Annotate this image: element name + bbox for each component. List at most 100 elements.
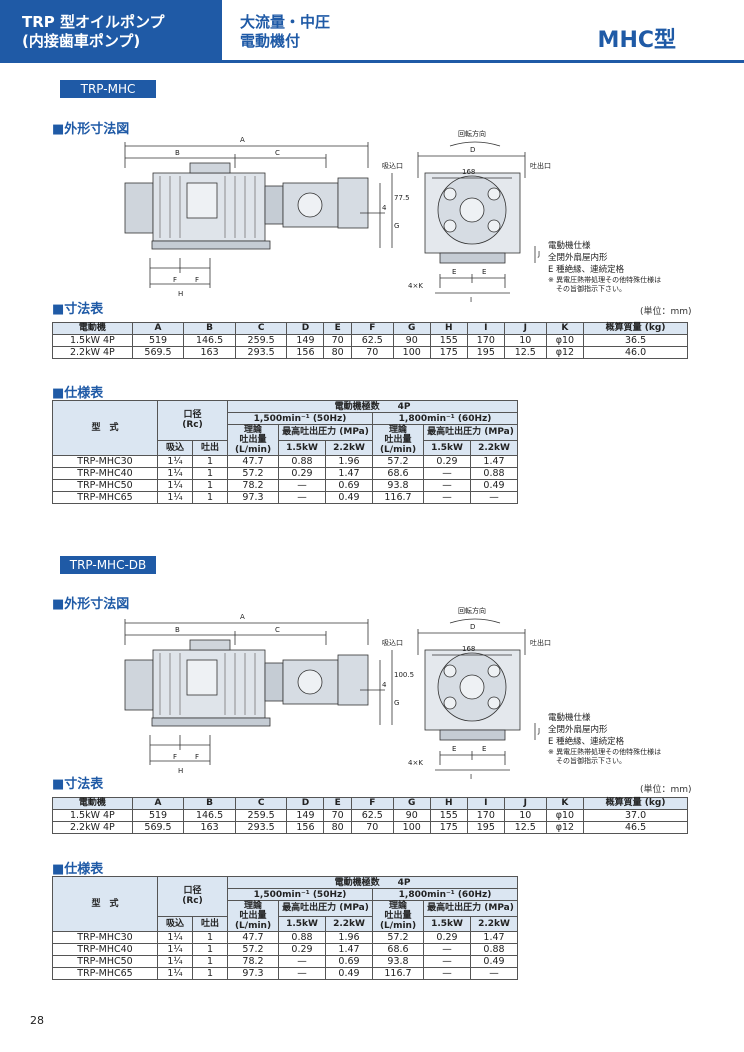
spec-flow-header-50: 理論吐出量(L/min) [227, 424, 279, 456]
unit-label: (単位：mm) [640, 307, 692, 317]
dim-header-cell: J [503, 322, 547, 335]
dim-header-cell: H [429, 797, 468, 810]
dim-cell: 90 [392, 809, 431, 822]
dim-168-label: 168 [462, 168, 475, 176]
spec-cell: 0.29 [278, 943, 326, 956]
dim-cell: φ12 [545, 821, 585, 834]
spec-kw22-60: 2.2kW [470, 439, 518, 456]
dim-cell: 195 [466, 346, 505, 359]
spec-cell: 1 [192, 943, 228, 956]
dim-168-label: 168 [462, 645, 475, 653]
dim-cell: 156 [286, 821, 325, 834]
spec-table-title: ■仕様表 [52, 862, 104, 877]
spec-50hz-header: 1,500min⁻¹ (50Hz) [227, 412, 373, 425]
header-title-line1: TRP 型オイルポンプ [22, 13, 165, 31]
rotation-arrow [449, 141, 501, 147]
dim-k-label: 4×K [408, 759, 423, 767]
spec-cell: 47.7 [227, 931, 279, 944]
dim-cell: 2.2kW 4P [52, 821, 133, 834]
dim-cell: 12.5 [503, 821, 547, 834]
spec-cell: 0.29 [423, 931, 471, 944]
header-sub-line1: 大流量・中圧 [240, 13, 331, 31]
section-tag: TRP-MHC-DB [60, 556, 156, 574]
header-left-band: TRP 型オイルポンプ (内接歯車ポンプ) [0, 0, 222, 60]
dim-header-cell: A [131, 797, 185, 810]
eyebolt [189, 639, 231, 651]
spec-flow-header-60: 理論吐出量(L/min) [372, 900, 424, 932]
motor-note-line2: E 種絶縁、連続定格 [548, 737, 625, 747]
dim-f-label-2: F [195, 753, 199, 761]
spec-cell: — [278, 967, 326, 980]
dim-cell: 62.5 [350, 809, 394, 822]
motor-note-line3: ※ 異電圧熱帯処理その他特殊仕様は [548, 748, 662, 756]
spec-50hz-header: 1,500min⁻¹ (50Hz) [227, 888, 373, 901]
dim-cell: 175 [429, 821, 468, 834]
dim-e-label: E [452, 268, 456, 276]
spec-cell: — [470, 967, 518, 980]
spec-cell: 57.2 [372, 931, 424, 944]
pump-port [297, 192, 323, 218]
spec-cell: — [278, 955, 326, 968]
spec-cell: TRP-MHC40 [52, 943, 158, 956]
dim-j-label: J [537, 250, 540, 258]
header-title-line2: (内接歯車ポンプ) [22, 32, 141, 50]
dim-cell: 156 [286, 346, 325, 359]
spec-cell: TRP-MHC50 [52, 955, 158, 968]
suction-label: 吸込口 [382, 161, 403, 170]
dim-4-label: 4 [382, 204, 387, 212]
motor-base [151, 240, 271, 250]
spec-cell: — [423, 943, 471, 956]
spec-cell: 97.3 [227, 967, 279, 980]
dim-cell: 37.0 [583, 809, 688, 822]
spec-cell: 1¼ [157, 931, 193, 944]
spec-cell: TRP-MHC65 [52, 491, 158, 504]
spec-flow-header-50: 理論吐出量(L/min) [227, 900, 279, 932]
dim-a-label: A [240, 613, 245, 621]
front-base [439, 729, 506, 741]
dim-header-cell: 電動機 [52, 797, 133, 810]
spec-cell: 1 [192, 955, 228, 968]
dim-header-cell: D [286, 322, 325, 335]
dim-header-cell: I [466, 322, 505, 335]
spec-cell: — [423, 967, 471, 980]
spec-maxp-50: 最高吐出圧力 (MPa) [278, 900, 373, 917]
spec-poles-header: 電動機極数 4P [227, 876, 518, 889]
outline-title: ■外形寸法図 [52, 122, 130, 137]
dim-cell: 195 [466, 821, 505, 834]
dim-cell: 70 [350, 821, 394, 834]
dim-header-cell: B [183, 797, 236, 810]
spec-60hz-header: 1,800min⁻¹ (60Hz) [372, 412, 518, 425]
spec-cell: 1¼ [157, 943, 193, 956]
motor-end-cap [124, 659, 154, 711]
dim-f-label: F [173, 753, 177, 761]
spec-cell: 57.2 [227, 943, 279, 956]
outline-drawing: A B C F F H G 4 100.5 D 168 E E I J 4×K … [124, 606, 551, 780]
dim-h-label: H [178, 767, 183, 775]
spec-cell: 116.7 [372, 967, 424, 980]
spec-cell: 1.47 [325, 943, 373, 956]
header-sub-line2: 電動機付 [240, 32, 301, 50]
rotation-label: 回転方向 [458, 606, 486, 615]
dim-cell: 146.5 [183, 809, 236, 822]
spec-cell: — [423, 955, 471, 968]
spec-cell: 0.49 [325, 967, 373, 980]
spec-kw22-50: 2.2kW [325, 915, 373, 932]
outline-drawing: A B C F F H G 4 77.5 D 168 E E I J 4×K 吸… [124, 129, 551, 303]
dim-height-label: 77.5 [394, 194, 410, 202]
spec-table-title: ■仕様表 [52, 386, 104, 401]
dim-c-label: C [275, 149, 280, 157]
dim-d-label: D [470, 623, 475, 631]
section-tag: TRP-MHC [60, 80, 156, 98]
motor-note-title: 電動機仕様 [548, 241, 591, 251]
dim-b-label: B [175, 626, 180, 634]
motor-base [151, 717, 271, 727]
dim-cell: 293.5 [234, 821, 288, 834]
dim-cell: 2.2kW 4P [52, 346, 133, 359]
dim-a-label: A [240, 136, 245, 144]
suction-label: 吸込口 [382, 638, 403, 647]
spec-port-header: 口径(Rc) [157, 876, 228, 917]
